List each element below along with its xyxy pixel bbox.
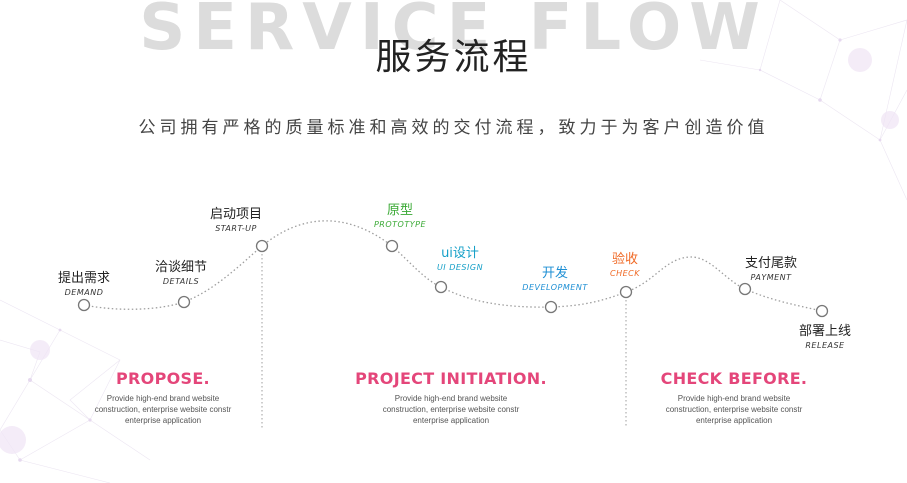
step-demand: 提出需求 DEMAND <box>54 271 114 298</box>
phase-project-initiation-desc: Provide high-end brand website construct… <box>382 394 520 425</box>
phase-propose-desc: Provide high-end brand website construct… <box>94 394 232 425</box>
step-demand-cn: 提出需求 <box>57 271 110 286</box>
step-startup: 启动项目 START-UP <box>204 207 268 234</box>
step-node-ui-design <box>434 280 448 294</box>
step-development-en: DEVELOPMENT <box>522 283 588 292</box>
step-details-en: DETAILS <box>162 277 200 286</box>
phase-propose: PROPOSE. Provide high-end brand website … <box>13 369 313 426</box>
step-release-cn: 部署上线 <box>798 324 851 339</box>
step-details: 洽谈细节 DETAILS <box>151 260 211 287</box>
step-payment-en: PAYMENT <box>750 273 792 282</box>
step-node-prototype <box>385 239 399 253</box>
step-prototype-cn: 原型 <box>386 203 413 218</box>
step-ui-design-cn: ui设计 <box>441 246 479 261</box>
step-check-cn: 验收 <box>611 252 638 267</box>
phase-propose-title: PROPOSE. <box>116 369 210 388</box>
step-node-demand <box>77 298 91 312</box>
step-check: 验收 CHECK <box>600 252 650 279</box>
phase-project-initiation: PROJECT INITIATION. Provide high-end bra… <box>301 369 601 426</box>
service-flow-watermark: SERVICE FLOW <box>139 0 768 65</box>
step-details-cn: 洽谈细节 <box>154 260 207 275</box>
step-development: 开发 DEVELOPMENT <box>515 266 595 293</box>
step-node-release <box>815 304 829 318</box>
step-node-payment <box>738 282 752 296</box>
step-node-startup <box>255 239 269 253</box>
step-release: 部署上线 RELEASE <box>793 324 857 351</box>
step-check-en: CHECK <box>610 269 640 278</box>
step-node-check <box>619 285 633 299</box>
step-demand-en: DEMAND <box>64 288 104 297</box>
step-release-en: RELEASE <box>805 341 845 350</box>
step-payment-cn: 支付尾款 <box>744 256 797 271</box>
page-title: 服务流程 <box>375 37 532 78</box>
step-startup-en: START-UP <box>215 224 257 233</box>
step-startup-cn: 启动项目 <box>209 207 262 222</box>
step-node-details <box>177 295 191 309</box>
page-subtitle: 公司拥有严格的质量标准和高效的交付流程，致力于为客户创造价值 <box>138 118 769 138</box>
step-node-development <box>544 300 558 314</box>
step-development-cn: 开发 <box>541 266 568 281</box>
phase-check-before-title: CHECK BEFORE. <box>660 369 808 388</box>
step-ui-design: ui设计 UI DESIGN <box>428 246 492 273</box>
step-prototype-en: PROTOTYPE <box>373 220 426 229</box>
phase-check-before-desc: Provide high-end brand website construct… <box>665 394 803 425</box>
step-payment: 支付尾款 PAYMENT <box>739 256 803 283</box>
phase-check-before: CHECK BEFORE. Provide high-end brand web… <box>584 369 884 426</box>
step-ui-design-en: UI DESIGN <box>436 263 484 272</box>
step-prototype: 原型 PROTOTYPE <box>368 203 432 230</box>
phase-project-initiation-title: PROJECT INITIATION. <box>355 369 547 388</box>
